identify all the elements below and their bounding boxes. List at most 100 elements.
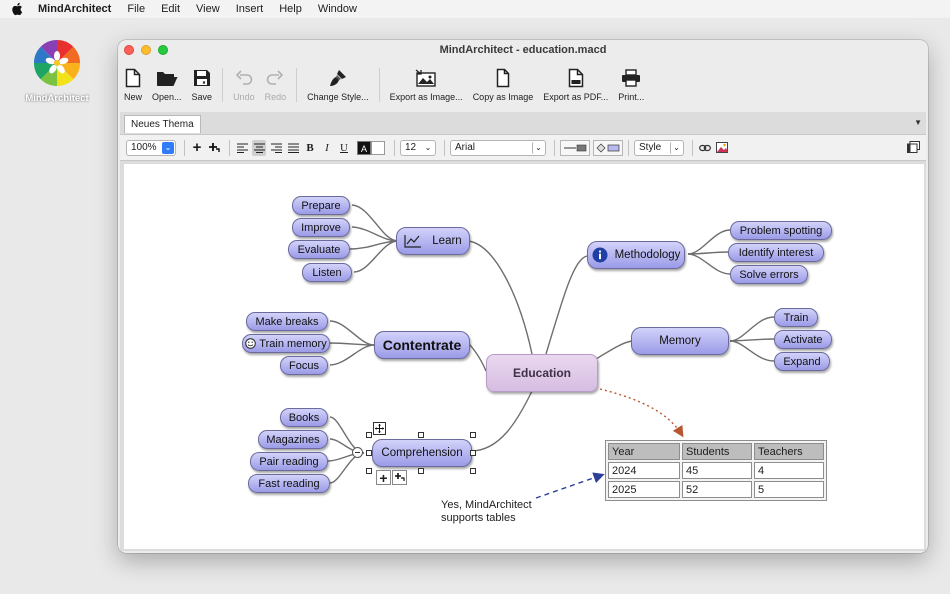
font-name-field[interactable]: Arial ⌄	[450, 139, 546, 156]
leaf-improve[interactable]: Improve	[292, 218, 350, 237]
new-document-icon	[125, 68, 141, 88]
selection-handle[interactable]	[418, 432, 424, 438]
selection-handle[interactable]	[470, 450, 476, 456]
table-cell[interactable]: 2024	[608, 462, 680, 479]
table-cell[interactable]: 5	[754, 481, 824, 498]
copy-document-icon	[496, 68, 510, 88]
export-image-button[interactable]: Export as Image...	[390, 66, 463, 102]
leaf-train[interactable]: Train	[774, 308, 818, 327]
leaf-fast-reading[interactable]: Fast reading	[248, 474, 330, 493]
line-style-button[interactable]	[560, 139, 590, 156]
title-bar[interactable]: MindArchitect - education.macd	[118, 40, 928, 60]
underline-button[interactable]: U	[340, 141, 348, 154]
leaf-books[interactable]: Books	[280, 408, 328, 427]
leaf-solve-errors[interactable]: Solve errors	[730, 265, 808, 284]
selection-handle[interactable]	[470, 432, 476, 438]
leaf-listen[interactable]: Listen	[302, 263, 352, 282]
center-node[interactable]: Education	[486, 354, 598, 392]
concentrate-node[interactable]: Contentrate	[374, 331, 470, 359]
methodology-node[interactable]: Methodology	[587, 241, 685, 269]
tab-neues-thema[interactable]: Neues Thema	[124, 115, 201, 133]
change-style-button[interactable]: Change Style...	[307, 66, 369, 102]
table-cell[interactable]: 45	[682, 462, 752, 479]
zoom-button[interactable]	[158, 45, 168, 55]
export-pdf-button[interactable]: Export as PDF...	[543, 66, 608, 102]
format-separator	[554, 139, 555, 156]
selection-handle[interactable]	[366, 468, 372, 474]
table-header-cell[interactable]: Teachers	[754, 443, 824, 460]
link-icon[interactable]	[698, 140, 712, 156]
leaf-magazines[interactable]: Magazines	[258, 430, 328, 449]
tab-menu-chevron-icon[interactable]: ▼	[914, 118, 922, 127]
align-right-icon[interactable]	[269, 140, 283, 156]
add-sibling-handle-icon[interactable]	[392, 470, 407, 485]
desktop-app-icon[interactable]: MindArchitect	[24, 38, 90, 104]
menu-insert[interactable]: Insert	[235, 3, 264, 15]
leaf-evaluate[interactable]: Evaluate	[288, 240, 350, 259]
learn-node[interactable]: Learn	[396, 227, 470, 255]
free-text-note[interactable]: Yes, MindArchitect supports tables	[441, 499, 532, 524]
save-button[interactable]: Save	[192, 66, 212, 102]
memory-node[interactable]: Memory	[631, 327, 729, 355]
leaf-problem-spotting[interactable]: Problem spotting	[730, 221, 832, 240]
sidebar-toggle-icon[interactable]	[907, 141, 920, 156]
table-cell[interactable]: 4	[754, 462, 824, 479]
chevron-down-icon: ⌄	[532, 141, 544, 154]
new-button[interactable]: New	[124, 66, 142, 102]
add-child-handle-icon[interactable]: +	[376, 470, 391, 486]
toolbar-separator	[222, 68, 224, 102]
move-handle-icon[interactable]	[373, 422, 386, 435]
add-child-node-icon[interactable]: +	[192, 139, 202, 156]
close-button[interactable]	[124, 45, 134, 55]
collapse-toggle-icon[interactable]	[352, 447, 363, 458]
menu-edit[interactable]: Edit	[161, 3, 181, 15]
tab-bar: Neues Thema ▼	[120, 112, 926, 134]
align-center-icon[interactable]	[252, 139, 266, 156]
zoom-select[interactable]: 100% ⌄	[126, 139, 176, 156]
menu-file[interactable]: File	[127, 3, 146, 15]
menu-window[interactable]: Window	[317, 3, 357, 15]
italic-button[interactable]: I	[325, 141, 329, 154]
apple-icon[interactable]	[10, 1, 24, 17]
open-button[interactable]: Open...	[152, 66, 182, 102]
redo-button[interactable]: Redo	[265, 66, 286, 102]
desktop-app-label: MindArchitect	[25, 93, 89, 104]
mindmap-canvas[interactable]: Education Learn Prepare Improve Evaluate…	[124, 164, 924, 549]
selection-handle[interactable]	[366, 450, 372, 456]
copy-image-button[interactable]: Copy as Image	[473, 66, 533, 102]
undo-button[interactable]: Undo	[233, 66, 255, 102]
leaf-make-breaks[interactable]: Make breaks	[246, 312, 328, 331]
comprehension-node[interactable]: Comprehension	[372, 439, 472, 467]
leaf-identify-interest[interactable]: Identify interest	[728, 243, 824, 262]
leaf-pair-reading[interactable]: Pair reading	[250, 452, 328, 471]
selection-handle[interactable]	[366, 432, 372, 438]
leaf-activate[interactable]: Activate	[774, 330, 832, 349]
format-separator	[229, 139, 230, 156]
text-color-swatch[interactable]: A	[357, 140, 371, 155]
align-left-icon[interactable]	[235, 140, 249, 156]
table-header-cell[interactable]: Year	[608, 443, 680, 460]
bold-button[interactable]: B	[306, 141, 314, 154]
table-header-cell[interactable]: Students	[682, 443, 752, 460]
print-button[interactable]: Print...	[618, 66, 644, 102]
background-color-swatch[interactable]	[371, 140, 385, 155]
leaf-focus[interactable]: Focus	[280, 356, 328, 375]
menu-app-name[interactable]: MindArchitect	[38, 3, 112, 15]
minimize-button[interactable]	[141, 45, 151, 55]
leaf-train-memory[interactable]: Train memory	[242, 334, 330, 353]
table-cell[interactable]: 52	[682, 481, 752, 498]
menu-view[interactable]: View	[196, 3, 220, 15]
align-justify-icon[interactable]	[286, 140, 300, 156]
font-size-select[interactable]: 12 ⌄	[400, 139, 436, 156]
leaf-prepare[interactable]: Prepare	[292, 196, 350, 215]
add-sibling-node-icon[interactable]	[207, 140, 221, 156]
data-table[interactable]: Year Students Teachers 2024 45 4 2025 52…	[605, 440, 827, 501]
node-shape-button[interactable]	[593, 139, 623, 156]
selection-handle[interactable]	[470, 468, 476, 474]
table-cell[interactable]: 2025	[608, 481, 680, 498]
menu-help[interactable]: Help	[279, 3, 302, 15]
insert-image-icon[interactable]	[715, 140, 729, 156]
selection-handle[interactable]	[418, 468, 424, 474]
style-select[interactable]: Style ⌄	[634, 139, 684, 156]
leaf-expand[interactable]: Expand	[774, 352, 830, 371]
